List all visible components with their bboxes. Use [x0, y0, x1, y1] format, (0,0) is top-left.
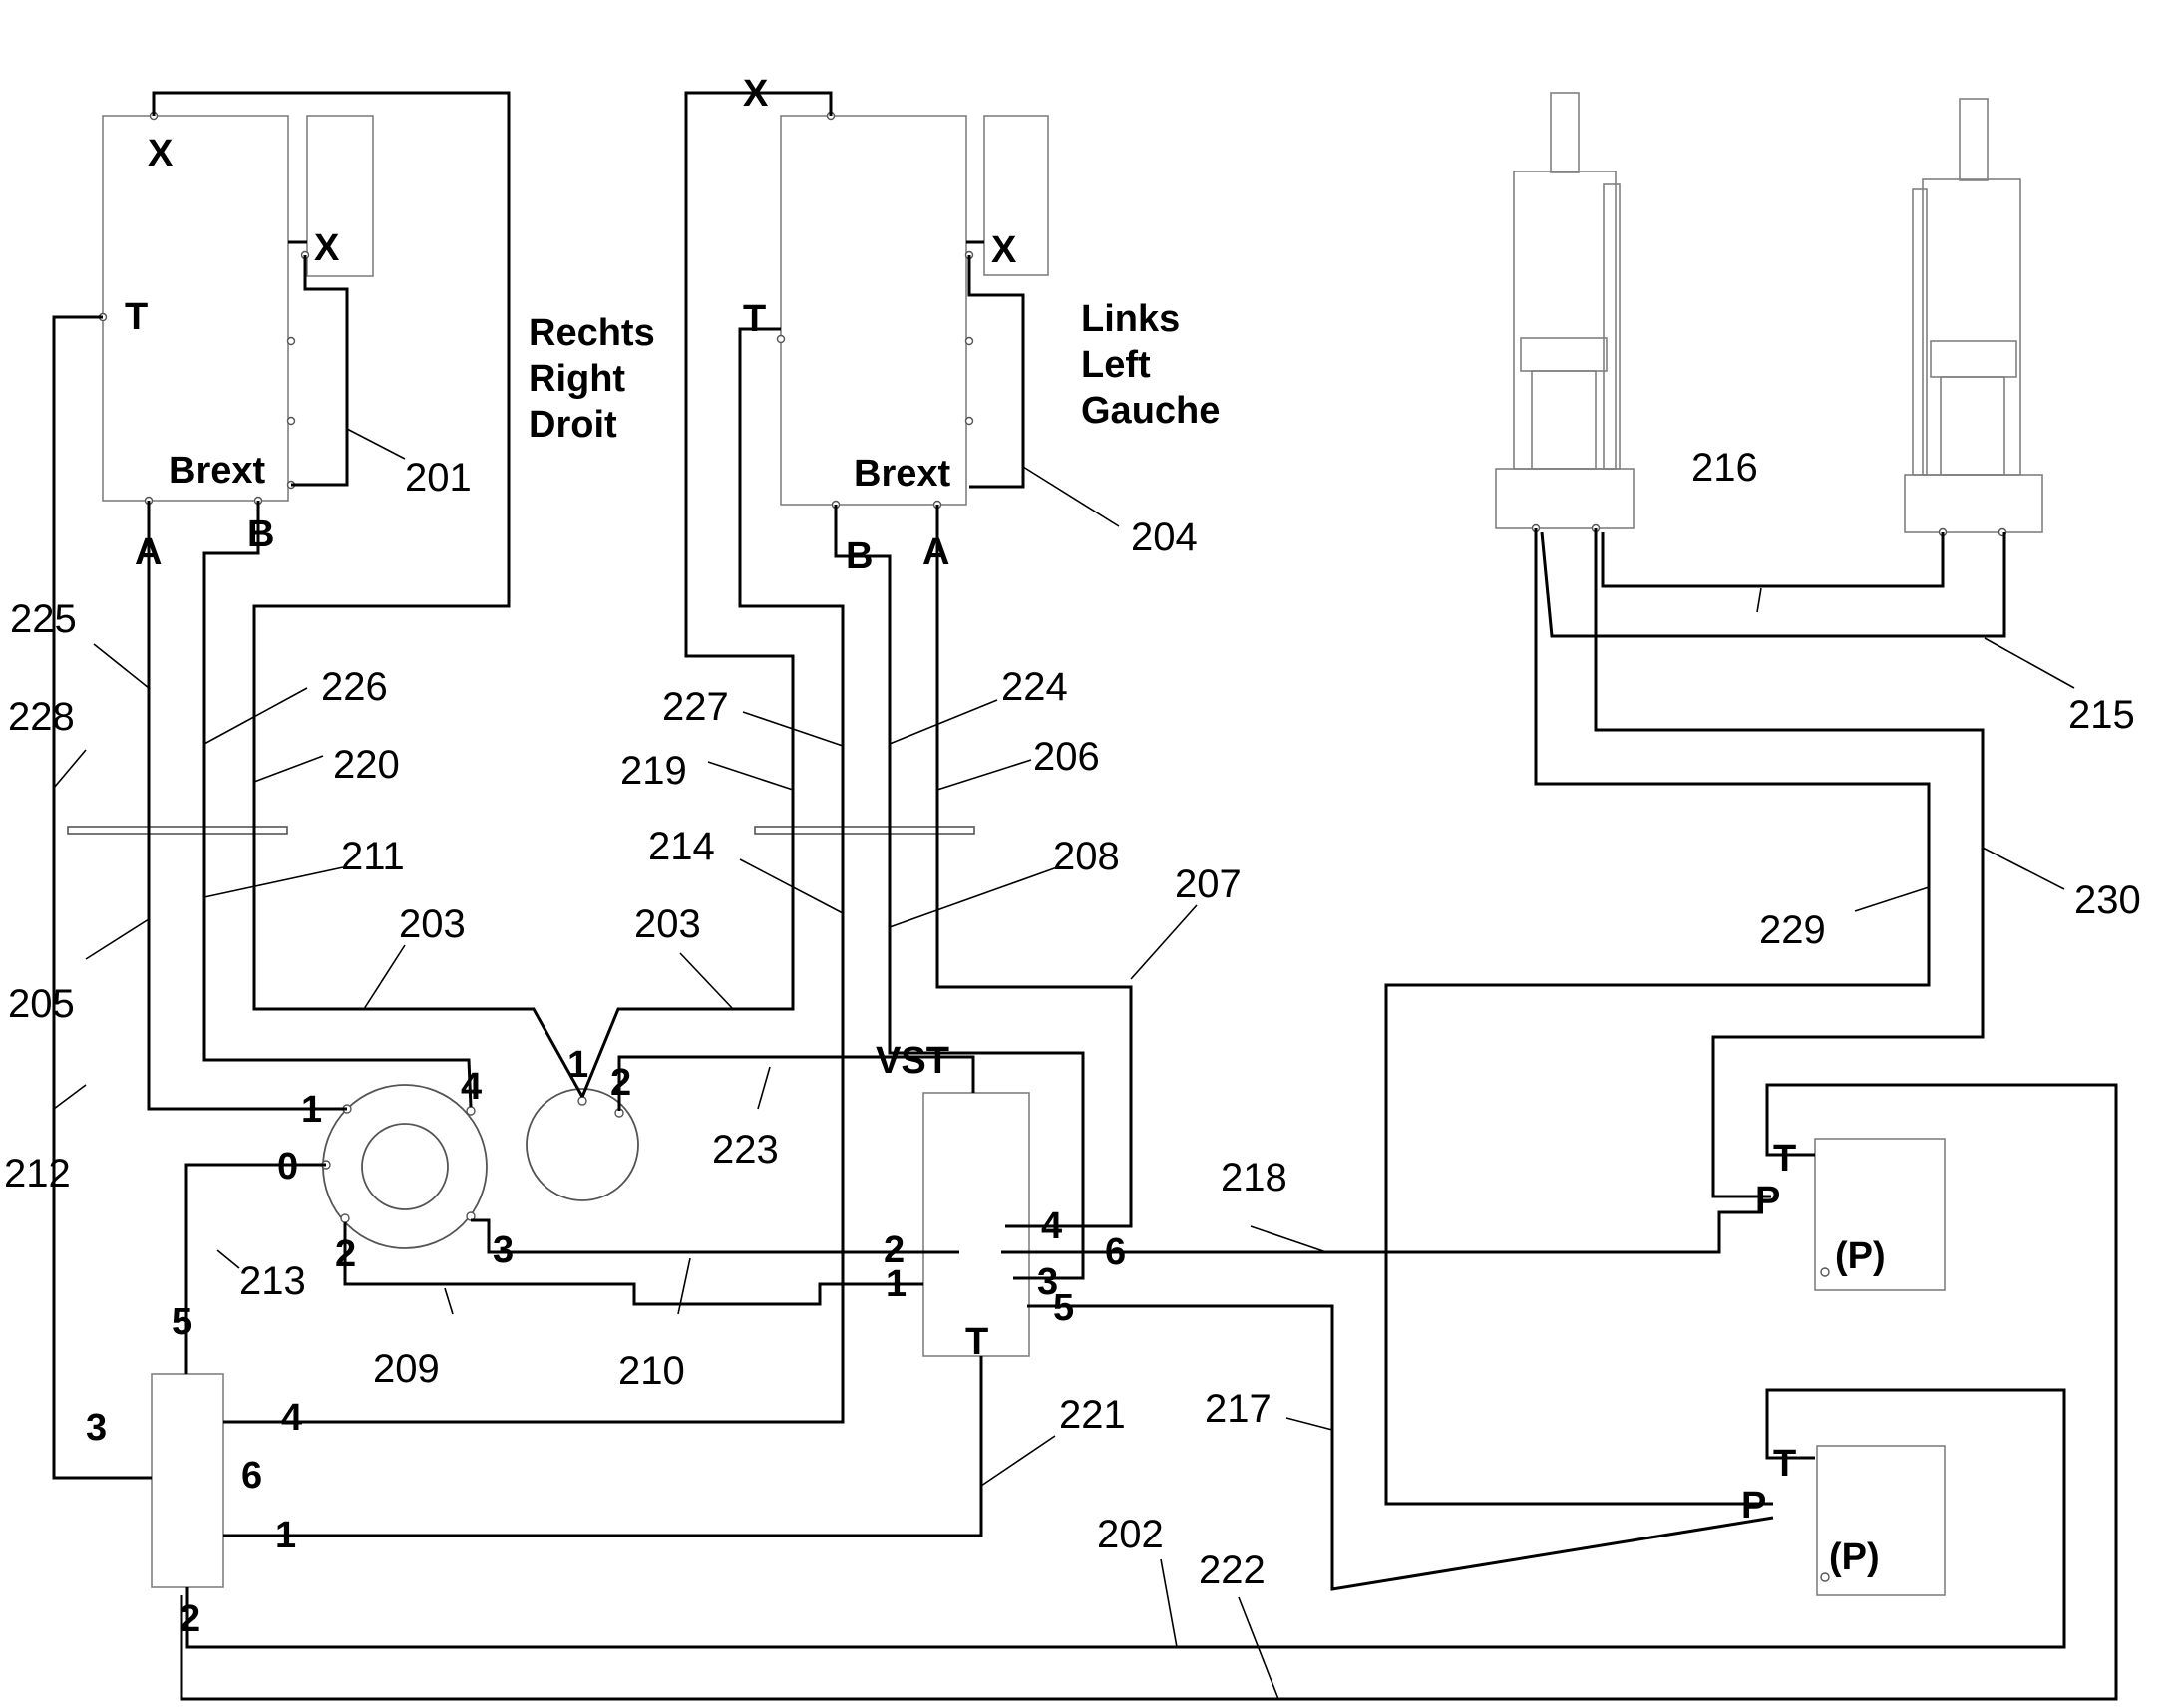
- right-valve-b-label: B: [247, 513, 274, 555]
- brake-cylinders: [1495, 92, 2043, 537]
- right-valve-x-side-label: X: [314, 227, 340, 269]
- ref-225: 225: [10, 597, 77, 641]
- side-left-line-1: Links: [1081, 298, 1180, 340]
- ref-216: 216: [1691, 446, 1758, 490]
- vst-port-5: 5: [1053, 1287, 1074, 1329]
- side-right-line-1: Rechts: [529, 312, 655, 354]
- side-left-line-3: Gauche: [1081, 390, 1220, 432]
- ref-211: 211: [341, 835, 405, 878]
- pump-lower: T P (P): [1741, 1443, 1946, 1596]
- ref-202: 202: [1097, 1513, 1164, 1556]
- pump-upper-t: T: [1773, 1138, 1796, 1180]
- selector-left-port-0: 0: [277, 1146, 298, 1188]
- hydraulic-lines: [52, 91, 2118, 1701]
- ref-224: 224: [1001, 665, 1068, 709]
- bottom-valve-port-3: 3: [86, 1407, 107, 1449]
- rotary-selector-left: 1 4 0 2 3: [277, 1066, 514, 1275]
- ref-201: 201: [405, 456, 472, 500]
- ref-206: 206: [1033, 735, 1100, 779]
- left-brake-valve: X X T Brext B A: [743, 73, 1049, 577]
- bottom-valve: 5 3 4 6 1 2: [86, 1301, 302, 1640]
- ref-220: 220: [333, 743, 400, 787]
- pump-upper-p: P: [1755, 1180, 1780, 1221]
- vst-port-2: 2: [884, 1229, 905, 1271]
- reference-numbers: 201 204 216 215 225 226 228 220 227 224 …: [4, 446, 2141, 1592]
- pump-lower-name: (P): [1829, 1537, 1880, 1578]
- pump-lower-t: T: [1773, 1443, 1796, 1485]
- vst-port-t: T: [965, 1321, 988, 1363]
- side-left-line-2: Left: [1081, 344, 1151, 386]
- ref-212: 212: [4, 1152, 71, 1196]
- ref-215: 215: [2068, 693, 2135, 737]
- right-brake-valve: X X T Brext A B: [98, 111, 374, 573]
- ref-210: 210: [618, 1349, 685, 1393]
- bulkhead-plate-right: [754, 826, 975, 835]
- ref-205: 205: [8, 982, 75, 1026]
- ref-223: 223: [712, 1128, 779, 1172]
- ref-227: 227: [662, 685, 729, 729]
- side-right-line-3: Droit: [529, 404, 617, 446]
- vst-port-3: 3: [1037, 1261, 1058, 1303]
- selector-right-port-2: 2: [610, 1062, 631, 1104]
- left-valve-brext-label: Brext: [854, 453, 950, 495]
- leader-lines: [53, 428, 2075, 1700]
- ref-228: 228: [8, 695, 75, 739]
- vst-label: VST: [876, 1040, 949, 1082]
- side-label-left: Links Left Gauche: [1081, 298, 1220, 432]
- selector-right-port-1: 1: [567, 1044, 588, 1086]
- ref-204: 204: [1131, 515, 1198, 559]
- ref-222: 222: [1199, 1548, 1266, 1592]
- vst-valve: VST 4 6 2 3 1 5 T: [876, 1040, 1126, 1363]
- bottom-valve-port-4: 4: [281, 1397, 302, 1439]
- pump-upper: T P (P): [1755, 1138, 1946, 1291]
- right-valve-brext-label: Brext: [169, 450, 265, 492]
- selector-left-port-3: 3: [493, 1229, 514, 1271]
- bulkhead-plate-left: [67, 826, 288, 835]
- bottom-valve-port-5: 5: [172, 1301, 192, 1343]
- right-valve-t-label: T: [125, 296, 148, 338]
- pump-upper-name: (P): [1835, 1235, 1886, 1277]
- ref-221: 221: [1059, 1393, 1126, 1437]
- bottom-valve-port-2: 2: [180, 1598, 200, 1640]
- left-valve-t-label: T: [743, 298, 766, 340]
- ref-209: 209: [373, 1347, 440, 1391]
- ref-207: 207: [1175, 862, 1242, 906]
- rotary-selector-right: 1 2: [526, 1044, 639, 1201]
- right-valve-x-top-label: X: [148, 133, 174, 174]
- ref-226: 226: [321, 665, 388, 709]
- bottom-valve-port-6: 6: [241, 1455, 262, 1497]
- ref-203a: 203: [399, 902, 466, 946]
- ref-203b: 203: [634, 902, 701, 946]
- ref-217: 217: [1205, 1387, 1272, 1431]
- side-right-line-2: Right: [529, 358, 625, 400]
- side-label-right: Rechts Right Droit: [529, 312, 655, 446]
- ref-219: 219: [620, 749, 687, 793]
- ref-213: 213: [239, 1259, 306, 1303]
- ref-208: 208: [1053, 835, 1120, 878]
- ref-230: 230: [2074, 878, 2141, 922]
- left-valve-x-side-label: X: [991, 229, 1017, 271]
- ref-229: 229: [1759, 908, 1826, 952]
- ref-214: 214: [648, 825, 715, 868]
- ref-218: 218: [1221, 1156, 1287, 1199]
